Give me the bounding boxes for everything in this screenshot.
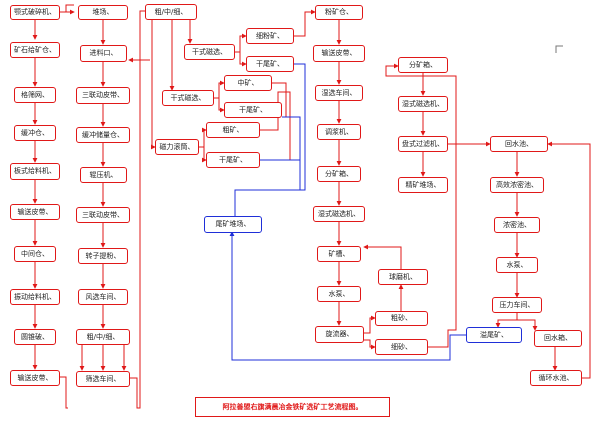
node-distributor-2: 分矿箱、	[398, 57, 448, 73]
node-fine-sand: 细砂、	[375, 339, 428, 355]
node-belt-conveyor-2: 输送皮带、	[10, 370, 60, 386]
node-air-classifier: 风选车间、	[78, 289, 128, 305]
node-plate-feeder: 板式给料机、	[10, 163, 60, 180]
edge	[65, 4, 74, 12]
node-wet-mag-sep: 湿式磁选机、	[313, 206, 365, 222]
node-buffer-bin-2: 缓冲储量仓、	[76, 127, 130, 143]
edge-tailings	[282, 116, 301, 190]
edge	[547, 141, 591, 379]
node-dry-sep-2: 干式磁选、	[162, 90, 214, 106]
node-storage-yard: 堆场、	[78, 5, 128, 20]
edge	[130, 10, 145, 409]
edge	[294, 9, 316, 37]
edge	[363, 244, 402, 269]
node-bucket-elevator: 转子提粉、	[78, 248, 128, 264]
node-triple-belt-1: 三联动皮带、	[76, 87, 130, 104]
node-crusher-bin: 矿石给矿仓、	[10, 42, 60, 58]
edge	[239, 52, 247, 67]
node-return-tank: 回水箱、	[534, 330, 582, 347]
edge	[385, 63, 457, 348]
node-filter-press: 压力车间、	[492, 297, 542, 313]
edge	[201, 147, 207, 163]
node-dry-tail-2: 干尾矿、	[224, 102, 282, 118]
node-disc-filter: 盘式过滤机、	[398, 136, 448, 152]
node-triple-belt-2: 三联动皮带、	[76, 207, 130, 223]
edge	[516, 313, 538, 331]
corner-mark	[555, 45, 563, 53]
node-ball-mill: 球磨机、	[378, 269, 428, 285]
node-concentrate-yard: 精矿堆场、	[398, 177, 448, 193]
edge	[235, 33, 247, 53]
node-distributor: 分矿箱、	[317, 166, 361, 182]
edge	[58, 376, 68, 409]
node-mid-ore: 中矿、	[224, 75, 272, 91]
node-tailings-yard: 尾矿堆场、	[204, 216, 262, 233]
edge-tailings	[234, 63, 306, 216]
node-grizzly: 格筛网、	[14, 87, 56, 103]
node-dense-tank: 浓密池、	[494, 217, 540, 233]
node-magnetic-drum: 磁力滚筒、	[155, 139, 199, 155]
node-coarse-mid-fine: 粗/中/细、	[76, 329, 130, 345]
edge-tailings	[229, 231, 466, 361]
node-water-pump: 水泵、	[317, 286, 361, 302]
edge	[199, 127, 207, 148]
node-coarse-ore: 粗矿、	[206, 122, 260, 138]
edge	[495, 319, 517, 328]
node-wet-shop: 湿选车间、	[315, 85, 363, 101]
node-dry-tail-3: 干尾矿、	[206, 152, 260, 168]
node-jaw-crusher: 颚式破碎机、	[10, 5, 60, 20]
edge	[364, 315, 376, 334]
node-hydrocyclone: 旋流器、	[315, 326, 364, 343]
edge	[260, 91, 291, 160]
node-vibro-feeder: 振动给料机、	[10, 289, 60, 305]
node-fine-powder: 细粉矿、	[246, 28, 294, 44]
node-feed-port: 进料口、	[80, 45, 127, 62]
node-thickener: 高效浓密池、	[490, 177, 544, 193]
node-roller-press: 辊压机、	[80, 167, 127, 183]
node-buffer-bin: 缓冲仓、	[14, 125, 56, 141]
node-mid-bin: 中间仓、	[14, 246, 56, 262]
node-wet-mag-sep-2: 湿式磁选机、	[398, 96, 448, 112]
node-dry-sep-1: 干式磁选、	[184, 44, 235, 60]
node-pump: 水泵、	[496, 257, 538, 273]
diagram-title: 阿拉善盟右旗满晨冶金铁矿选矿工艺流程图。	[195, 397, 390, 417]
node-ore-tank: 矿槽、	[317, 246, 361, 262]
node-circ-tank: 循环水池、	[530, 370, 582, 386]
node-screening-shop: 筛选车间、	[76, 371, 130, 387]
node-cmf-top: 粗/中/细、	[145, 4, 197, 20]
node-slurry-mixer: 调浆机、	[317, 124, 361, 140]
node-belt-conveyor-3: 输送皮带、	[313, 45, 365, 62]
node-fine-ore-bin: 粉矿仓、	[315, 5, 363, 20]
node-cone-crusher: 圆锥破、	[14, 329, 56, 345]
edge	[218, 98, 225, 113]
node-dry-tail-1: 干尾矿、	[246, 56, 294, 72]
node-belt-conveyor-1: 输送皮带、	[10, 204, 60, 220]
node-tail-box: 溢尾矿、	[466, 327, 522, 343]
edge	[364, 339, 376, 350]
node-return-water: 回水池、	[490, 136, 548, 152]
edge	[214, 80, 225, 99]
node-coarse-sand: 粗砂、	[375, 311, 428, 326]
